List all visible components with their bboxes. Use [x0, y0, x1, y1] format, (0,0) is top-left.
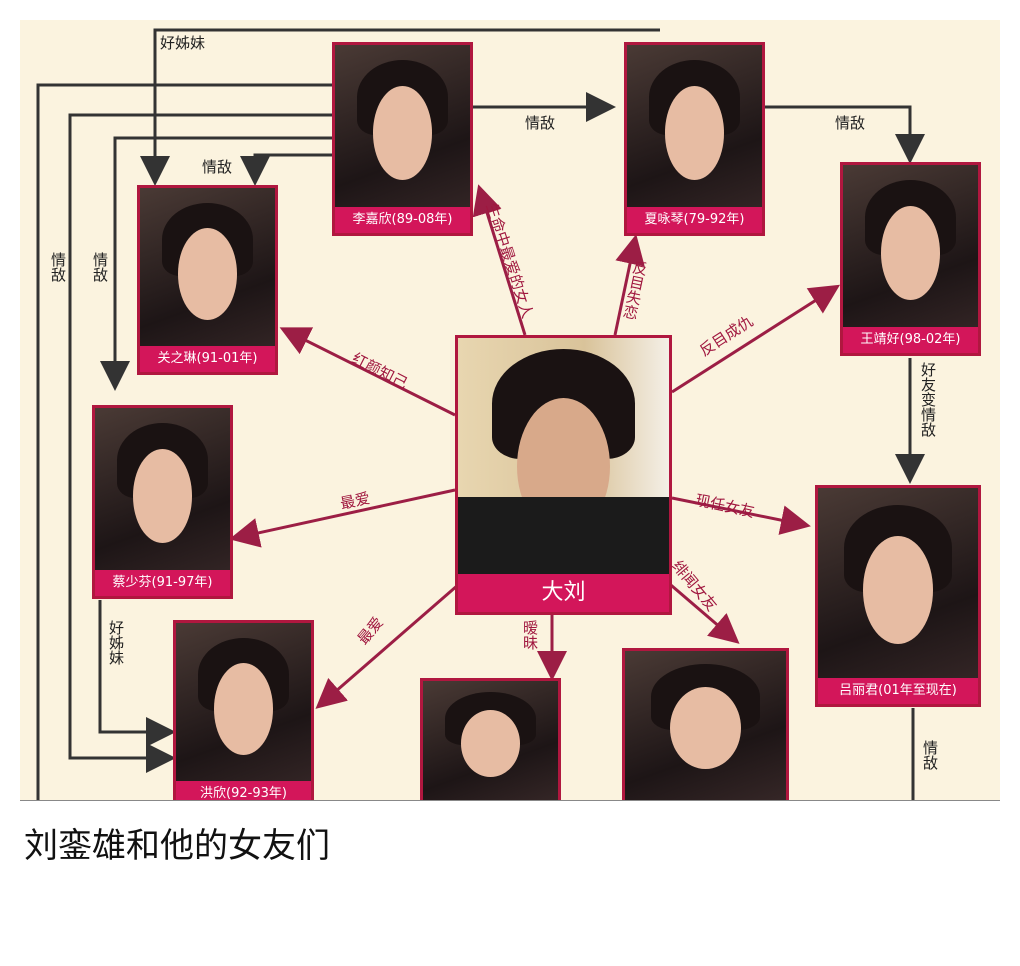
relation-label: 情敌 [49, 252, 67, 282]
person-label: 王靖好(98-02年) [843, 327, 978, 353]
portrait [670, 687, 741, 770]
person-card-li: 李嘉欣(89-08年) [332, 42, 473, 236]
person-card-cai: 蔡少芬(91-97年) [92, 405, 233, 599]
relation-label: 好友变情敌 [919, 362, 937, 437]
relationship-diagram: 李嘉欣(89-08年) 夏咏琴(79-92年) 关之琳(91-01年) 王靖好(… [20, 20, 1000, 801]
relation-label: 好姊妹 [107, 620, 125, 665]
relation-label: 暧昧 [521, 620, 539, 650]
relation-label: 情敌 [91, 252, 109, 282]
relation-label: 情敌 [202, 158, 233, 176]
person-card-guan: 关之琳(91-01年) [137, 185, 278, 375]
portrait [862, 535, 934, 644]
person-label: 洪欣(92-93年) [176, 781, 311, 800]
person-card-wang: 王靖好(98-02年) [840, 162, 981, 356]
relation-label: 好姊妹 [160, 34, 206, 52]
portrait [880, 206, 941, 301]
portrait [460, 710, 521, 778]
person-card-bottom-right [622, 648, 789, 800]
portrait [664, 86, 725, 181]
person-label: 关之琳(91-01年) [140, 346, 275, 372]
person-card-lv: 吕丽君(01年至现在) [815, 485, 981, 707]
portrait [132, 449, 193, 544]
relation-label: 情敌 [835, 114, 866, 132]
portrait [372, 86, 433, 181]
person-label: 吕丽君(01年至现在) [818, 678, 978, 704]
portrait [213, 663, 274, 756]
portrait [177, 228, 238, 321]
person-label: 李嘉欣(89-08年) [335, 207, 470, 233]
relation-label: 情敌 [525, 114, 556, 132]
center-person-card: 大刘 [455, 335, 672, 615]
person-card-xia: 夏咏琴(79-92年) [624, 42, 765, 236]
person-label: 夏咏琴(79-92年) [627, 207, 762, 233]
connector-lines [36, 28, 925, 800]
person-card-bottom-middle [420, 678, 561, 800]
relation-label: 情敌 [921, 740, 939, 770]
person-card-hong: 洪欣(92-93年) [173, 620, 314, 800]
image-caption: 刘銮雄和他的女友们 [24, 826, 330, 866]
center-name: 大刘 [458, 574, 669, 612]
person-label: 蔡少芬(91-97年) [95, 570, 230, 596]
